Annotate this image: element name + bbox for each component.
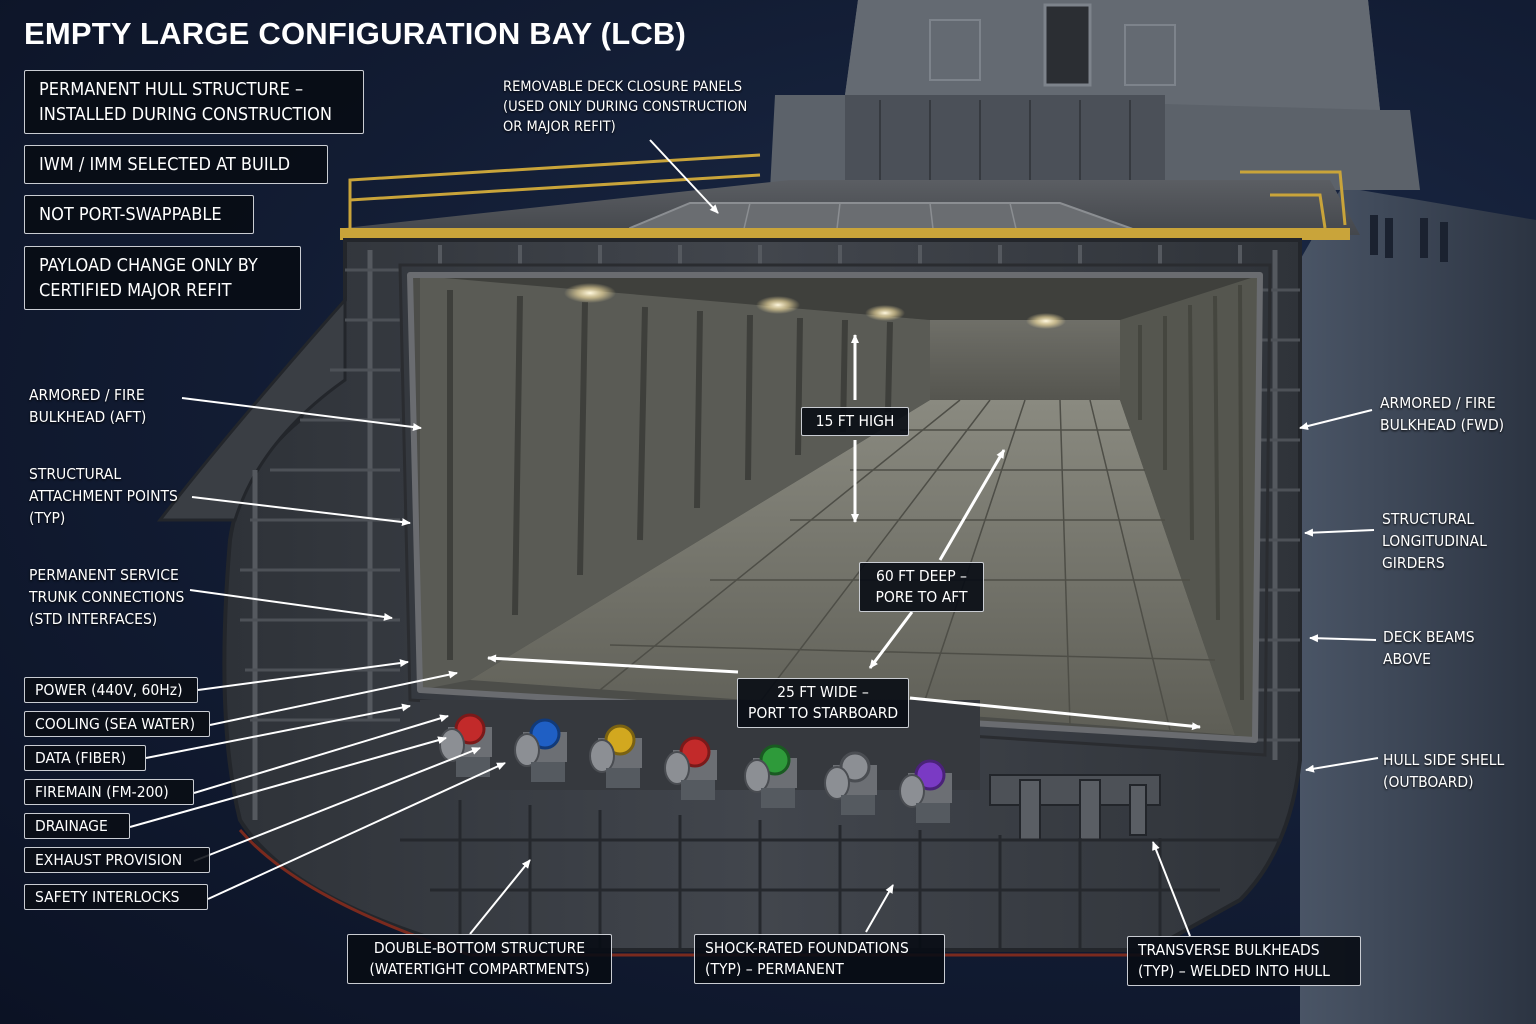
dimension-height-label: 15 FT HIGH: [801, 407, 909, 436]
hull-frames: [252, 250, 1278, 820]
info-box-permanent-hull: PERMANENT HULL STRUCTURE – INSTALLED DUR…: [24, 70, 364, 134]
dimension-depth-label: 60 FT DEEP – PORE TO AFT: [859, 562, 984, 612]
double-bottom: [400, 800, 1280, 948]
dimension-width-label: 25 FT WIDE – PORT TO STARBOARD: [737, 678, 909, 728]
callout-leaders: [129, 139, 1379, 937]
bay-back-wall: [930, 320, 1120, 400]
callout-service-trunk: PERMANENT SERVICE TRUNK CONNECTIONS (STD…: [29, 566, 185, 628]
callout-bulkhead-aft: ARMORED / FIRE BULKHEAD (AFT): [29, 386, 147, 426]
service-label-data: DATA (FIBER): [24, 745, 146, 771]
bay-ceiling: [410, 275, 1260, 320]
bay-floor: [470, 400, 1235, 735]
page-title: EMPTY LARGE CONFIGURATION BAY (LCB): [24, 16, 687, 51]
arrow-icon: [487, 334, 1201, 731]
info-box-payload-change: PAYLOAD CHANGE ONLY BY CERTIFIED MAJOR R…: [24, 246, 301, 310]
service-label-firemain: FIREMAIN (FM-200): [24, 779, 194, 805]
callout-bulkhead-fwd: ARMORED / FIRE BULKHEAD (FWD): [1380, 394, 1505, 434]
deck-railing: [348, 153, 1347, 229]
hull-side-outboard: [1300, 190, 1536, 1024]
callout-deck-closure-panels: REMOVABLE DECK CLOSURE PANELS (USED ONLY…: [503, 79, 748, 135]
service-label-interlocks: SAFETY INTERLOCKS: [24, 884, 208, 910]
deck-light-icon: [564, 283, 1066, 329]
service-label-exhaust: EXHAUST PROVISION: [24, 847, 210, 873]
service-label-drainage: DRAINAGE: [24, 813, 130, 839]
valve-icon: [439, 713, 952, 823]
label-double-bottom: DOUBLE-BOTTOM STRUCTURE (WATERTIGHT COMP…: [347, 934, 612, 984]
superstructure: [770, 0, 1420, 190]
callout-attachment-points: STRUCTURAL ATTACHMENT POINTS (TYP): [29, 465, 178, 527]
service-label-cooling: COOLING (SEA WATER): [24, 711, 210, 737]
bay-left-wall: [420, 275, 930, 690]
label-transverse-bulkheads: TRANSVERSE BULKHEADS (TYP) – WELDED INTO…: [1127, 936, 1361, 986]
callout-longitudinal-girders: STRUCTURAL LONGITUDINAL GIRDERS: [1382, 510, 1487, 572]
info-box-not-swappable: NOT PORT-SWAPPABLE: [24, 195, 254, 234]
callout-hull-side-shell: HULL SIDE SHELL (OUTBOARD): [1383, 751, 1505, 791]
service-label-power: POWER (440V, 60Hz): [24, 677, 198, 703]
label-shock-foundations: SHOCK-RATED FOUNDATIONS (TYP) – PERMANEN…: [694, 934, 945, 984]
info-box-iwm-imm: IWM / IMM SELECTED AT BUILD: [24, 145, 328, 184]
callout-deck-beams: DECK BEAMS ABOVE: [1383, 628, 1475, 668]
